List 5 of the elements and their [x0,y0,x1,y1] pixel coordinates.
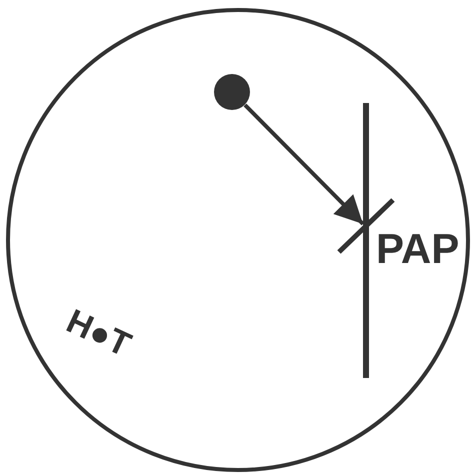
line-label: PAP [376,228,460,270]
arrow [244,104,364,226]
region-label: H●T [62,304,136,363]
dot [214,74,250,110]
outer-circle [6,8,470,472]
